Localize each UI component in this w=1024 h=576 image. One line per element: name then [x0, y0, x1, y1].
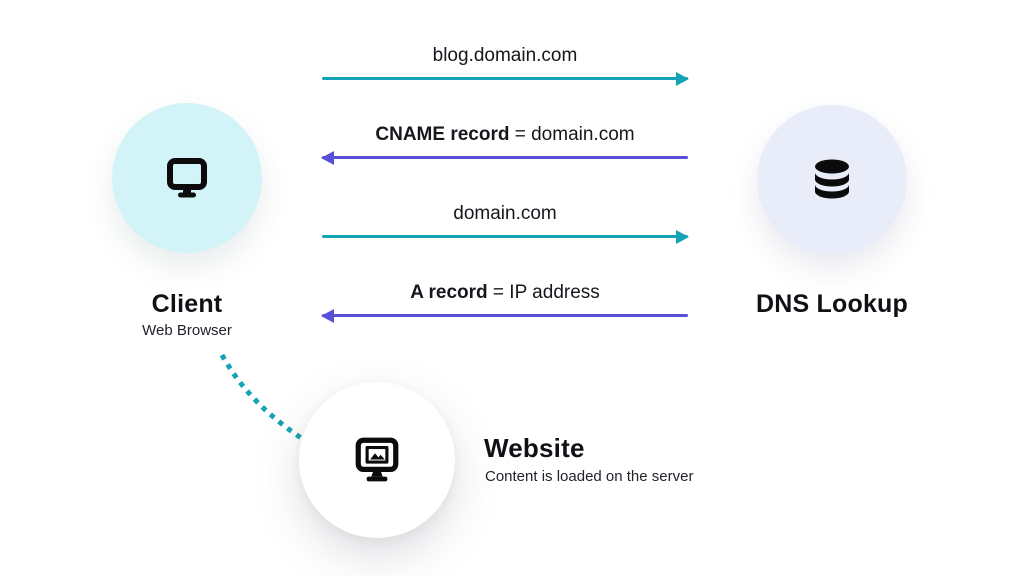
website-node-circle	[299, 382, 455, 538]
message-row: domain.com	[322, 202, 688, 238]
message-row: A record = IP address	[322, 281, 688, 317]
message-label-text: domain.com	[453, 203, 557, 224]
arrow-right	[322, 77, 688, 80]
message-label-text: blog.domain.com	[432, 45, 578, 66]
client-title: Client	[151, 290, 223, 318]
arrow-right	[322, 235, 688, 238]
client-subtitle: Web Browser	[142, 322, 232, 339]
dns-title: DNS Lookup	[756, 290, 908, 318]
message-label-text: = domain.com	[509, 124, 635, 145]
monitor-icon	[167, 158, 207, 198]
arrow-left	[322, 156, 688, 159]
message-label-text: = IP address	[487, 282, 600, 303]
client-node-circle	[112, 103, 262, 253]
message-row: CNAME record = domain.com	[322, 123, 688, 159]
message-row: blog.domain.com	[322, 44, 688, 80]
database-icon	[815, 159, 849, 199]
message-label: A record = IP address	[322, 281, 688, 305]
message-label: CNAME record = domain.com	[322, 123, 688, 147]
message-label-bold: CNAME record	[375, 124, 510, 145]
monitor-picture-icon	[355, 437, 399, 482]
arrow-left	[322, 314, 688, 317]
dns-node-circle	[757, 105, 907, 255]
message-label-bold: A record	[410, 282, 488, 303]
message-label: domain.com	[322, 202, 688, 226]
website-subtitle: Content is loaded on the server	[485, 468, 694, 485]
website-title: Website	[484, 433, 585, 463]
message-label: blog.domain.com	[322, 44, 688, 68]
